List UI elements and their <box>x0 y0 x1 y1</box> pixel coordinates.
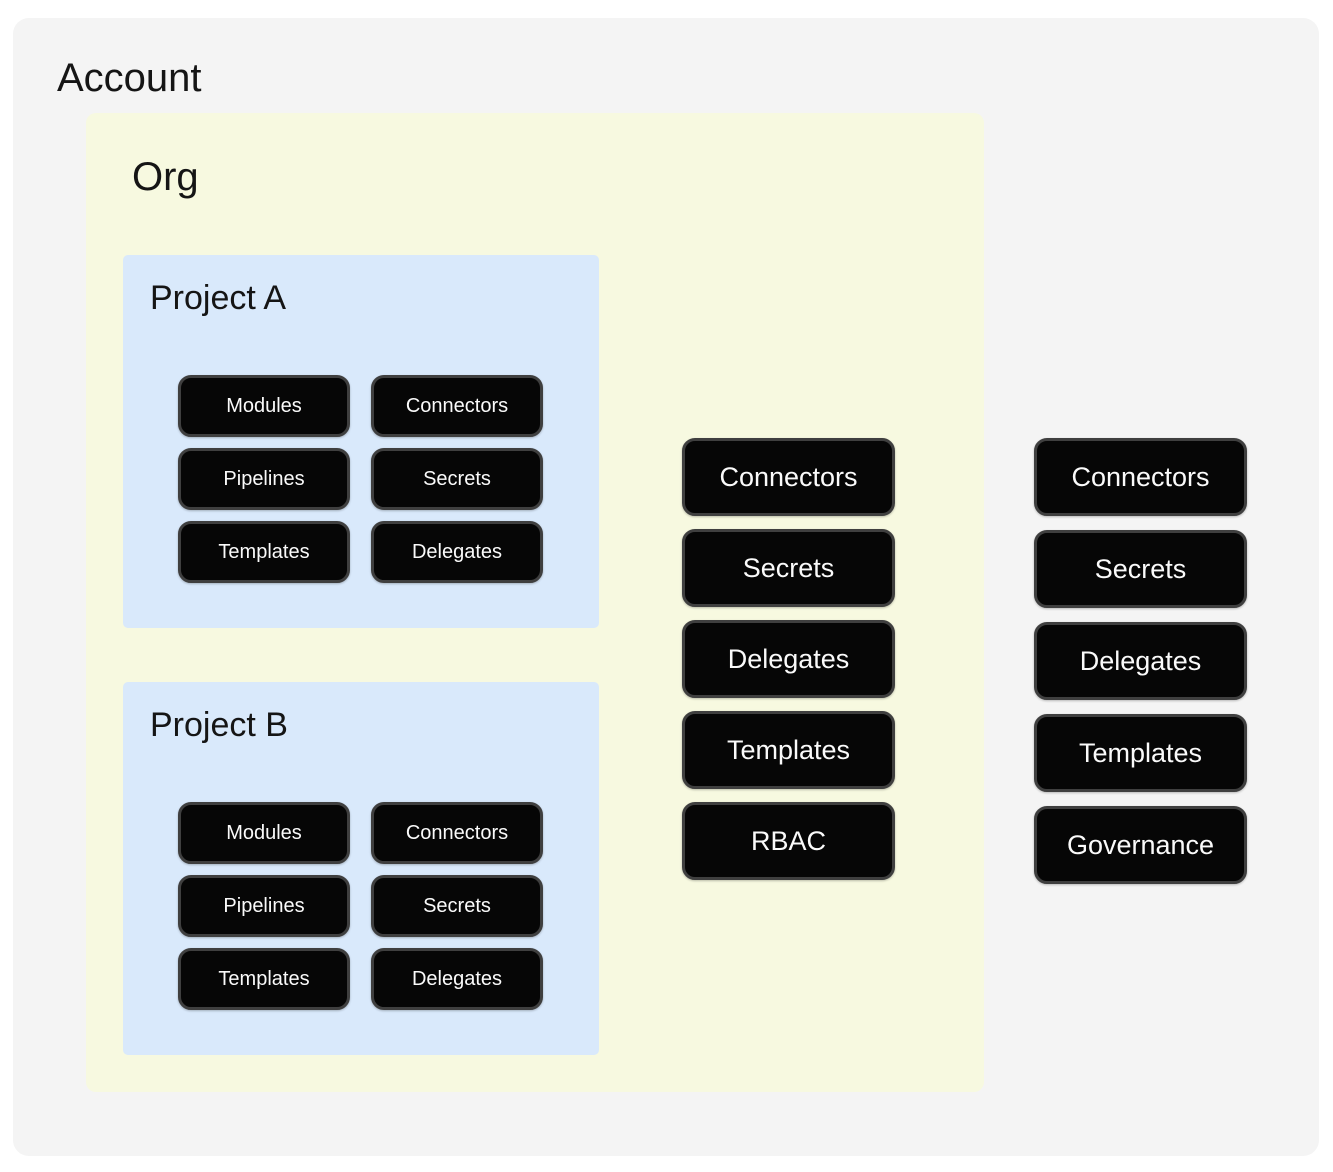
resource-chip: Connectors <box>682 438 895 516</box>
resource-chip: Secrets <box>371 875 543 937</box>
project-a-chip-grid: Modules Connectors Pipelines Secrets Tem… <box>178 375 543 583</box>
project-a-container: Project A Modules Connectors Pipelines S… <box>123 255 599 628</box>
resource-chip: Templates <box>178 948 350 1010</box>
resource-chip: Secrets <box>1034 530 1247 608</box>
project-a-title: Project A <box>150 279 287 317</box>
resource-chip: RBAC <box>682 802 895 880</box>
resource-chip: Delegates <box>682 620 895 698</box>
resource-chip: Connectors <box>1034 438 1247 516</box>
resource-chip: Secrets <box>371 448 543 510</box>
org-container: Org Project A Modules Connectors Pipelin… <box>86 113 984 1092</box>
project-b-title: Project B <box>150 706 288 744</box>
account-chip-column: Connectors Secrets Delegates Templates G… <box>1034 438 1247 884</box>
resource-chip: Delegates <box>1034 622 1247 700</box>
resource-chip: Templates <box>1034 714 1247 792</box>
project-b-chip-grid: Modules Connectors Pipelines Secrets Tem… <box>178 802 543 1010</box>
account-container: Account Org Project A Modules Connectors… <box>13 18 1319 1156</box>
resource-chip: Pipelines <box>178 875 350 937</box>
resource-chip: Governance <box>1034 806 1247 884</box>
resource-chip: Modules <box>178 802 350 864</box>
resource-chip: Delegates <box>371 948 543 1010</box>
resource-chip: Pipelines <box>178 448 350 510</box>
resource-chip: Delegates <box>371 521 543 583</box>
account-title: Account <box>57 56 202 100</box>
resource-chip: Connectors <box>371 375 543 437</box>
project-b-container: Project B Modules Connectors Pipelines S… <box>123 682 599 1055</box>
resource-chip: Modules <box>178 375 350 437</box>
resource-chip: Templates <box>178 521 350 583</box>
org-title: Org <box>132 155 199 199</box>
resource-chip: Templates <box>682 711 895 789</box>
org-chip-column: Connectors Secrets Delegates Templates R… <box>682 438 895 880</box>
resource-chip: Connectors <box>371 802 543 864</box>
resource-chip: Secrets <box>682 529 895 607</box>
